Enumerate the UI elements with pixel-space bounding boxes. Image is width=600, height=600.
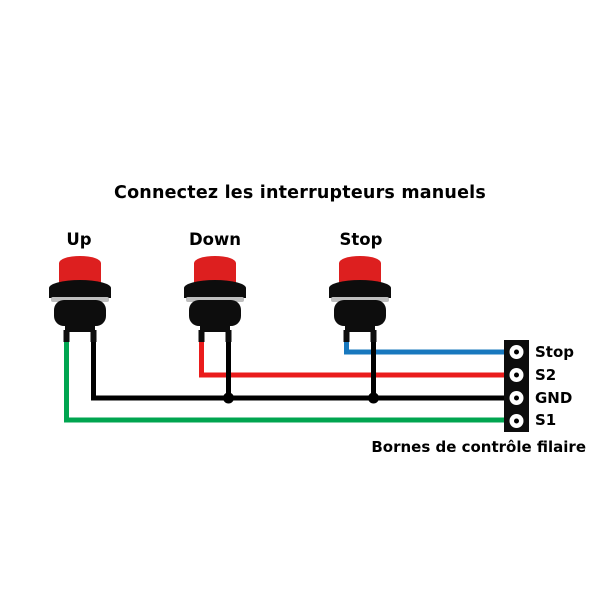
down-button-graphic — [184, 256, 246, 342]
terminal-screw-center — [514, 395, 519, 401]
terminal-label-stop: Stop — [535, 343, 575, 361]
stop-button-graphic — [329, 256, 391, 342]
terminal-screw-center — [514, 372, 519, 378]
button-label-stop: Stop — [339, 230, 383, 249]
terminal-block-caption: Bornes de contrôle filaire — [371, 438, 586, 456]
wire-s2-red — [199, 334, 508, 378]
button-label-down: Down — [188, 230, 242, 249]
terminal-label-gnd: GND — [535, 389, 573, 407]
junction-dot — [223, 392, 234, 404]
wire-s1-green — [64, 334, 508, 423]
terminal-label-s2: S2 — [535, 366, 557, 384]
terminal-screw-center — [514, 349, 519, 355]
button-label-up: Up — [66, 230, 92, 249]
terminal-label-s1: S1 — [535, 411, 557, 429]
terminal-screw-center — [514, 418, 519, 424]
wire-gnd-black — [91, 334, 508, 401]
up-button-graphic — [49, 256, 111, 342]
junction-dot — [368, 392, 379, 404]
diagram-title: Connectez les interrupteurs manuels — [114, 183, 486, 203]
